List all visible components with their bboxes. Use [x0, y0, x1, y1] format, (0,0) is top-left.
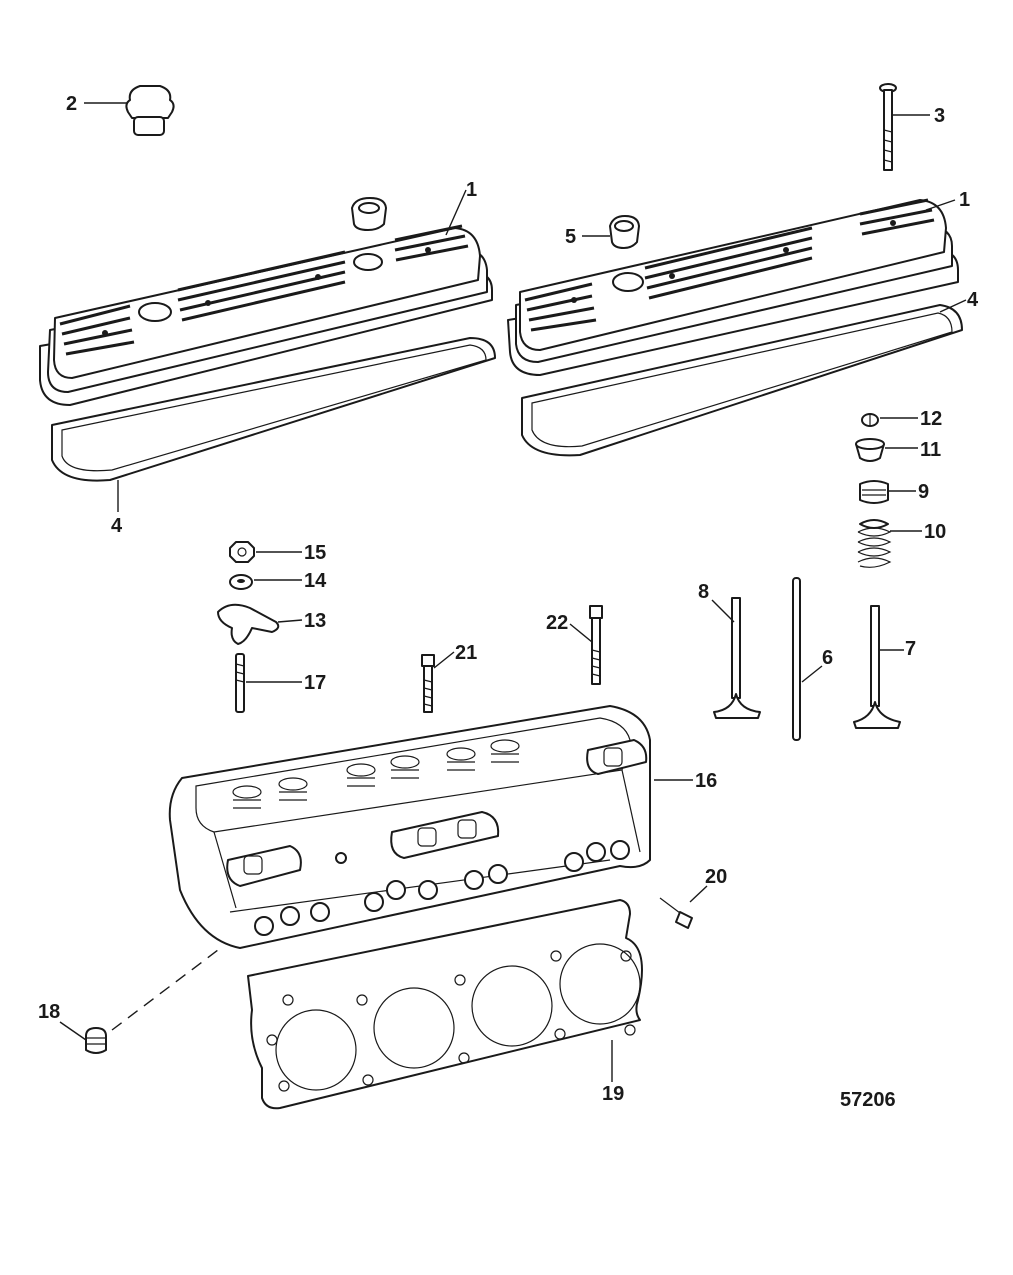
push-rod: [792, 577, 801, 741]
rocker-arm: [217, 603, 280, 645]
callout-11: 11: [920, 439, 941, 461]
plug-dashed-leader: [111, 949, 219, 1031]
callout-2: 2: [66, 93, 77, 115]
cylinder-head: [168, 705, 651, 949]
callout-21: 21: [455, 642, 477, 664]
callout-14: 14: [304, 570, 327, 592]
head-gasket: [247, 899, 643, 1110]
callout-5: 5: [565, 226, 576, 248]
callout-8: 8: [698, 581, 709, 603]
valve-spring-row: [232, 739, 520, 809]
rocker-nut: [229, 541, 255, 563]
rocker-stud: [235, 653, 245, 713]
callout-16: 16: [695, 770, 717, 792]
callout-1-left: 1: [466, 179, 477, 201]
valve-spring: [857, 519, 892, 568]
callout-20: 20: [705, 866, 727, 888]
callout-15: 15: [304, 542, 326, 564]
callout-9: 9: [918, 481, 929, 503]
bolt-bosses: [254, 840, 630, 936]
cover-bolt: [879, 83, 897, 171]
valve-cover-left: [39, 224, 493, 406]
callout-12: 12: [920, 408, 942, 430]
head-bolt-short: [659, 897, 693, 929]
plug: [85, 1027, 107, 1054]
valve-seal: [859, 480, 889, 504]
figure-number: 57206: [840, 1089, 896, 1111]
leader-lines: [59, 102, 967, 1082]
callout-1-right: 1: [959, 189, 970, 211]
callout-6: 6: [822, 647, 833, 669]
spring-retainer: [855, 438, 885, 462]
callout-22: 22: [546, 612, 568, 634]
head-bolt-long: [589, 605, 603, 685]
callout-17: 17: [304, 672, 326, 694]
intake-valve: [713, 597, 761, 719]
grommet: [351, 197, 640, 249]
ball: [229, 574, 253, 590]
valve-keeper: [861, 413, 879, 427]
callout-3: 3: [934, 105, 945, 127]
oil-filler-cap: [125, 85, 175, 136]
valve-cover-right: [507, 198, 959, 376]
cover-gasket-left: [51, 337, 496, 482]
callout-18: 18: [38, 1001, 60, 1023]
head-bolt-medium: [421, 654, 435, 713]
callout-19: 19: [602, 1083, 624, 1105]
callout-4-right: 4: [967, 289, 979, 311]
callout-4-left: 4: [111, 515, 123, 537]
exhaust-valve: [853, 605, 901, 729]
callout-10: 10: [924, 521, 946, 543]
callout-13: 13: [304, 610, 326, 632]
callout-7: 7: [905, 638, 916, 660]
